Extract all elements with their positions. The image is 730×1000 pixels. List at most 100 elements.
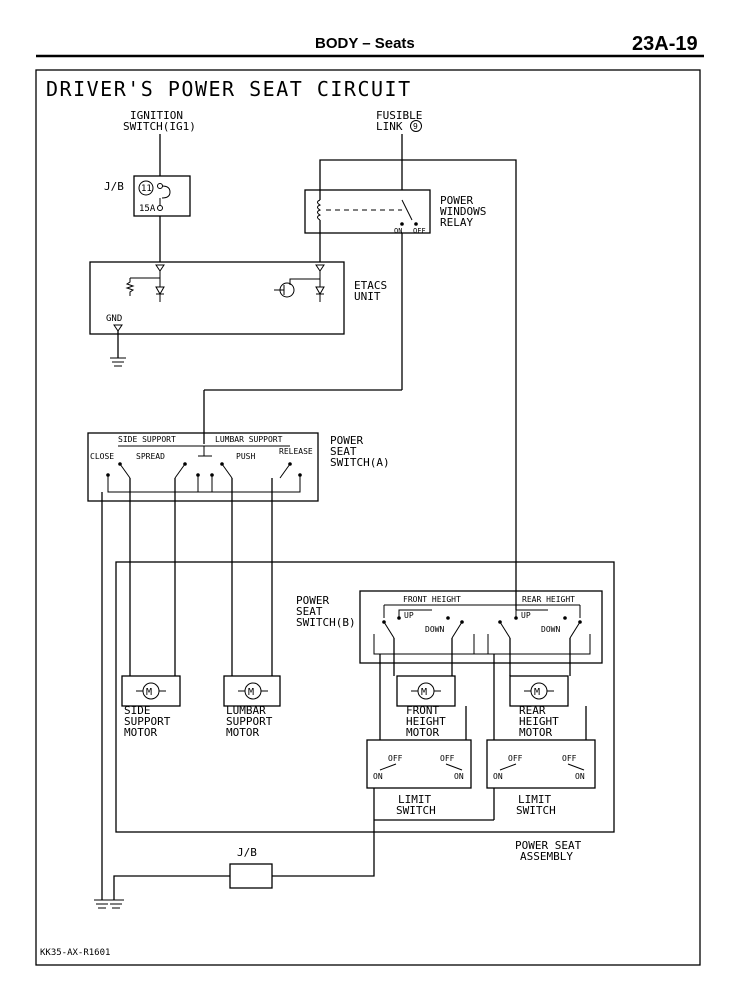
ground-symbol-1 [110, 357, 126, 367]
front-height-motor-label: FRONT HEIGHT MOTOR [406, 704, 446, 739]
front-limit-off-b: OFF [440, 754, 455, 763]
fusible-link-number: 9 [413, 122, 418, 131]
footer-code: KK35-AX-R1601 [40, 948, 110, 958]
svg-text:HEIGHT: HEIGHT [406, 715, 446, 728]
front-limit-off: OFF [388, 754, 403, 763]
svg-text:POWER: POWER [440, 194, 473, 207]
rear-limit-switch-label: LIMIT SWITCH [516, 793, 556, 817]
svg-text:POWER: POWER [330, 434, 363, 447]
svg-text:MOTOR: MOTOR [519, 726, 552, 739]
close-label: CLOSE [90, 452, 114, 461]
rear-limit-on-b: ON [575, 772, 585, 781]
relay-on: ON [394, 227, 402, 235]
svg-text:SIDE: SIDE [124, 704, 151, 717]
rear-limit-off-b: OFF [562, 754, 577, 763]
relay-label: POWER WINDOWS RELAY [440, 194, 486, 229]
svg-text:SEAT: SEAT [296, 605, 323, 618]
svg-text:FRONT: FRONT [406, 704, 439, 717]
lumbar-support-motor [223, 675, 281, 707]
gnd-label: GND [106, 314, 122, 324]
power-seat-switch-a [87, 432, 319, 502]
svg-text:SWITCH(IG1): SWITCH(IG1) [123, 120, 196, 133]
svg-text:POWER SEAT: POWER SEAT [515, 839, 582, 852]
etacs-label: ETACS UNIT [354, 279, 387, 303]
fusible-link-label: FUSIBLE LINK 9 [376, 109, 422, 133]
svg-text:M: M [534, 687, 540, 698]
svg-text:SUPPORT: SUPPORT [226, 715, 273, 728]
svg-text:M: M [248, 687, 254, 698]
side-support-motor [121, 675, 181, 707]
rear-height-motor-label: REAR HEIGHT MOTOR [519, 704, 559, 739]
rear-up-label: UP [521, 611, 531, 620]
rear-limit-switch [486, 739, 596, 789]
svg-text:REAR: REAR [519, 704, 546, 717]
release-label: RELEASE [279, 447, 313, 456]
ground-symbol-2 [94, 899, 110, 909]
front-down-label: DOWN [425, 625, 444, 634]
push-label: PUSH [236, 452, 255, 461]
switch-a-contacts [106, 462, 302, 479]
relay-coil [317, 199, 322, 221]
svg-text:SWITCH(A): SWITCH(A) [330, 456, 390, 469]
power-seat-switch-b [359, 590, 603, 664]
svg-text:LIMIT: LIMIT [518, 793, 551, 806]
side-support-label: SIDE SUPPORT [118, 435, 176, 444]
page-number: 23A-19 [632, 33, 698, 55]
front-height-motor [396, 675, 456, 707]
svg-text:IGNITION: IGNITION [130, 109, 183, 122]
svg-text:RELAY: RELAY [440, 216, 473, 229]
rear-height-motor [509, 675, 569, 707]
rear-height-label: REAR HEIGHT [522, 595, 575, 604]
lumbar-support-motor-label: LUMBAR SUPPORT MOTOR [226, 704, 273, 739]
front-up-label: UP [404, 611, 414, 620]
svg-text:MOTOR: MOTOR [226, 726, 259, 739]
svg-text:LINK: LINK [376, 120, 403, 133]
diagram-frame [35, 69, 701, 966]
lumbar-support-label: LUMBAR SUPPORT [215, 435, 283, 444]
front-height-label: FRONT HEIGHT [403, 595, 461, 604]
front-limit-switch [366, 739, 472, 789]
front-limit-on-a: ON [373, 772, 383, 781]
side-support-motor-label: SIDE SUPPORT MOTOR [124, 704, 171, 739]
bottom-jb [229, 863, 273, 889]
fuse-rating: 15A [139, 204, 156, 214]
etacs-unit [89, 261, 345, 335]
svg-text:LIMIT: LIMIT [398, 793, 431, 806]
header-section: BODY – Seats [315, 35, 415, 52]
etacs-diode [155, 286, 165, 302]
svg-text:FUSIBLE: FUSIBLE [376, 109, 422, 122]
spread-label: SPREAD [136, 452, 165, 461]
rear-down-label: DOWN [541, 625, 560, 634]
svg-text:SWITCH: SWITCH [396, 804, 436, 817]
ground-symbol-3 [108, 899, 124, 909]
svg-text:ETACS: ETACS [354, 279, 387, 292]
power-windows-relay [304, 189, 431, 234]
front-limit-on-b: ON [454, 772, 464, 781]
front-limit-switch-label: LIMIT SWITCH [396, 793, 436, 817]
svg-text:LUMBAR: LUMBAR [226, 704, 266, 717]
svg-text:M: M [146, 687, 152, 698]
rear-limit-off: OFF [508, 754, 523, 763]
svg-text:WINDOWS: WINDOWS [440, 205, 486, 218]
svg-text:MOTOR: MOTOR [406, 726, 439, 739]
bottom-jb-label: J/B [237, 846, 257, 859]
power-seat-assembly-frame [115, 561, 615, 833]
svg-text:ASSEMBLY: ASSEMBLY [520, 850, 573, 863]
svg-text:SWITCH(B): SWITCH(B) [296, 616, 356, 629]
fuse-number: 11 [141, 184, 152, 194]
svg-text:SEAT: SEAT [330, 445, 357, 458]
jb-label: J/B [104, 180, 124, 193]
svg-text:UNIT: UNIT [354, 290, 381, 303]
power-seat-assembly-label: POWER SEAT ASSEMBLY [515, 839, 582, 863]
svg-text:M: M [421, 687, 427, 698]
ignition-switch-label: IGNITION SWITCH(IG1) [123, 109, 196, 133]
svg-text:SUPPORT: SUPPORT [124, 715, 171, 728]
switch-a-label: POWER SEAT SWITCH(A) [330, 434, 390, 469]
diagram-title: DRIVER'S POWER SEAT CIRCUIT [46, 77, 412, 101]
rear-limit-on-a: ON [493, 772, 503, 781]
svg-text:SWITCH: SWITCH [516, 804, 556, 817]
svg-text:MOTOR: MOTOR [124, 726, 157, 739]
switch-b-label: POWER SEAT SWITCH(B) [296, 594, 356, 629]
svg-text:POWER: POWER [296, 594, 329, 607]
